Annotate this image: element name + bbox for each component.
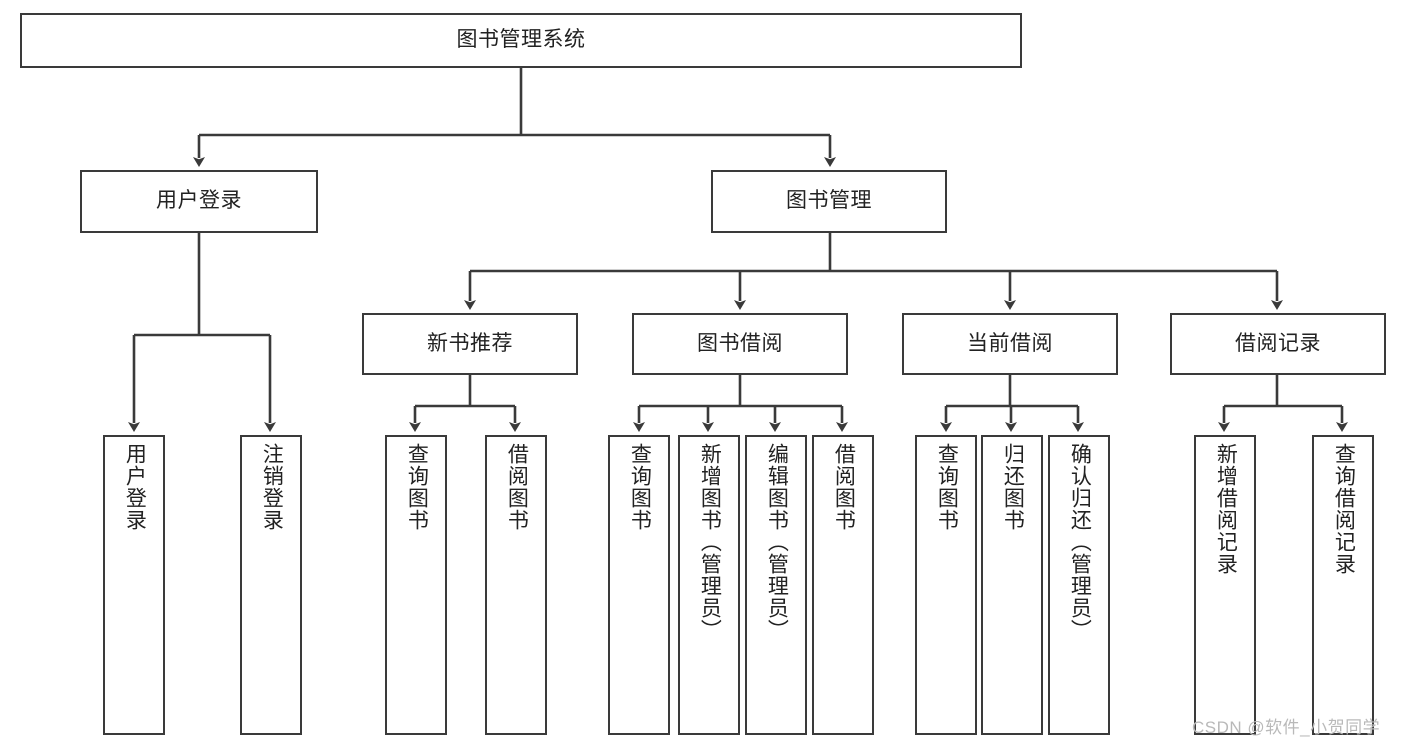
- node-leaf-borrow-book-2[interactable]: 借阅图书: [812, 435, 874, 735]
- node-book-borrow-label: 图书借阅: [697, 331, 783, 355]
- node-current-borrow-label: 当前借阅: [967, 331, 1053, 355]
- node-leaf-query-book-2-label: 查询图书: [628, 443, 652, 531]
- node-leaf-user-login-label: 用户登录: [123, 443, 147, 531]
- node-leaf-confirm-return[interactable]: 确认归还（管理员）: [1048, 435, 1110, 735]
- node-leaf-logout-login-label: 注销登录: [260, 443, 284, 531]
- node-leaf-edit-book-label: 编辑图书（管理员）: [765, 443, 789, 641]
- node-root[interactable]: 图书管理系统: [20, 13, 1022, 68]
- node-leaf-borrow-book-1-label: 借阅图书: [505, 443, 529, 531]
- node-leaf-add-book-label: 新增图书（管理员）: [698, 443, 722, 641]
- node-book-borrow[interactable]: 图书借阅: [632, 313, 848, 375]
- node-leaf-logout-login[interactable]: 注销登录: [240, 435, 302, 735]
- node-book-manage[interactable]: 图书管理: [711, 170, 947, 233]
- node-leaf-add-record[interactable]: 新增借阅记录: [1194, 435, 1256, 735]
- node-leaf-user-login[interactable]: 用户登录: [103, 435, 165, 735]
- node-new-book-recommend-label: 新书推荐: [427, 331, 513, 355]
- node-leaf-query-book-3-label: 查询图书: [935, 443, 959, 531]
- node-leaf-confirm-return-label: 确认归还（管理员）: [1068, 443, 1092, 641]
- node-borrow-record-label: 借阅记录: [1235, 331, 1321, 355]
- node-leaf-query-book-3[interactable]: 查询图书: [915, 435, 977, 735]
- node-leaf-query-book-2[interactable]: 查询图书: [608, 435, 670, 735]
- node-new-book-recommend[interactable]: 新书推荐: [362, 313, 578, 375]
- node-borrow-record[interactable]: 借阅记录: [1170, 313, 1386, 375]
- node-leaf-query-record[interactable]: 查询借阅记录: [1312, 435, 1374, 735]
- node-user-login[interactable]: 用户登录: [80, 170, 318, 233]
- node-leaf-query-record-label: 查询借阅记录: [1332, 443, 1356, 575]
- node-leaf-edit-book[interactable]: 编辑图书（管理员）: [745, 435, 807, 735]
- node-leaf-query-book-1-label: 查询图书: [405, 443, 429, 531]
- node-leaf-borrow-book-2-label: 借阅图书: [832, 443, 856, 531]
- node-leaf-query-book-1[interactable]: 查询图书: [385, 435, 447, 735]
- node-leaf-return-book[interactable]: 归还图书: [981, 435, 1043, 735]
- node-current-borrow[interactable]: 当前借阅: [902, 313, 1118, 375]
- node-user-login-label: 用户登录: [156, 189, 242, 213]
- watermark-text: CSDN @软件_小贺同学: [1192, 718, 1381, 737]
- node-book-manage-label: 图书管理: [786, 189, 872, 213]
- node-leaf-add-record-label: 新增借阅记录: [1214, 443, 1238, 575]
- node-leaf-add-book[interactable]: 新增图书（管理员）: [678, 435, 740, 735]
- node-leaf-return-book-label: 归还图书: [1001, 443, 1025, 531]
- node-root-label: 图书管理系统: [456, 28, 586, 52]
- node-leaf-borrow-book-1[interactable]: 借阅图书: [485, 435, 547, 735]
